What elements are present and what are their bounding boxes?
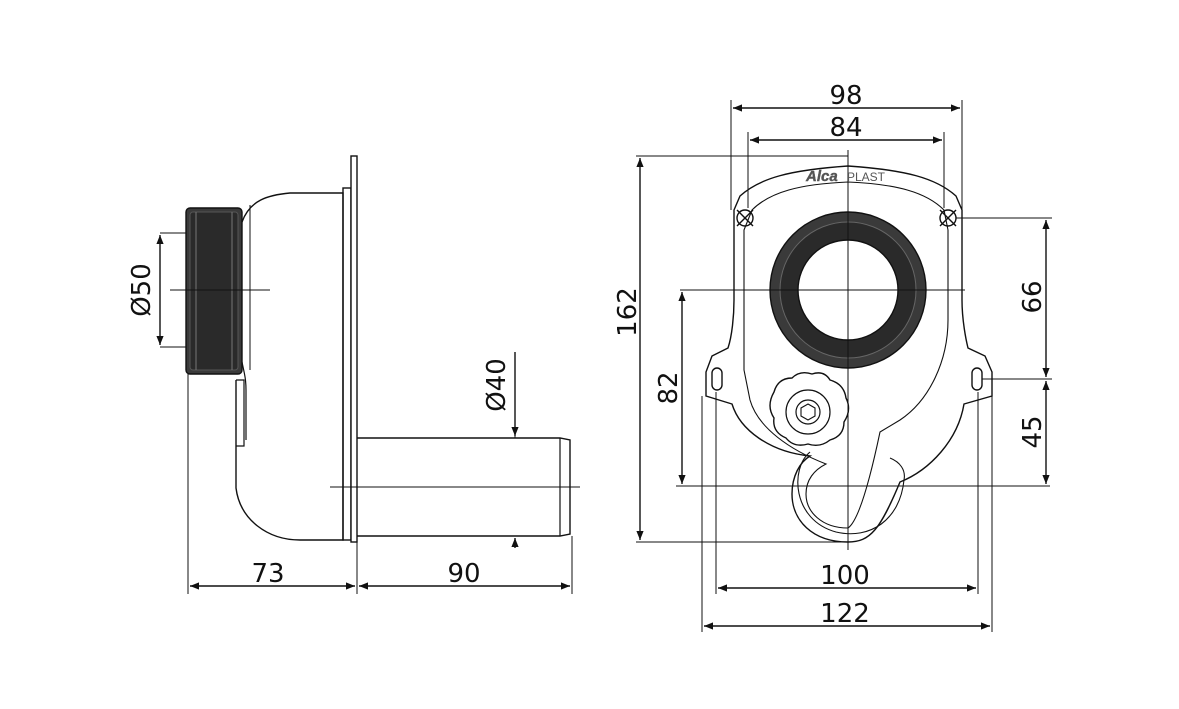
label-outlet-diameter: Ø40 — [482, 358, 512, 412]
label-outlet-length: 90 — [447, 559, 480, 589]
label-inlet-diameter: Ø50 — [127, 263, 157, 317]
front-view-labels: 98 84 162 82 66 45 100 122 — [613, 81, 1048, 629]
mounting-hole-right — [939, 209, 957, 227]
logo-alca: Alca — [805, 168, 838, 185]
label-base-width: 122 — [820, 599, 870, 629]
label-upper-offset: 66 — [1018, 280, 1048, 313]
brand-logo: Alca PLAST — [805, 168, 886, 185]
front-view — [636, 100, 1052, 632]
inlet-rubber-seal — [185, 207, 243, 375]
siphon-body-side — [235, 192, 344, 541]
label-outlet-height: 82 — [654, 371, 684, 404]
label-overall-width: 98 — [829, 81, 862, 111]
side-slot-left — [711, 367, 723, 391]
logo-plast: PLAST — [847, 170, 886, 184]
side-slot-right — [971, 367, 983, 391]
side-view — [156, 155, 580, 594]
side-view-labels: Ø50 Ø40 73 90 — [127, 263, 512, 589]
label-hole-spacing: 84 — [829, 113, 862, 143]
label-side-hole-spacing: 100 — [820, 561, 870, 591]
label-depth: 73 — [251, 559, 284, 589]
mounting-hole-left — [736, 209, 754, 227]
label-lower-offset: 45 — [1018, 415, 1048, 448]
siphon-body-front — [705, 165, 993, 543]
cleaning-cap — [769, 371, 850, 447]
label-total-height: 162 — [613, 287, 643, 337]
